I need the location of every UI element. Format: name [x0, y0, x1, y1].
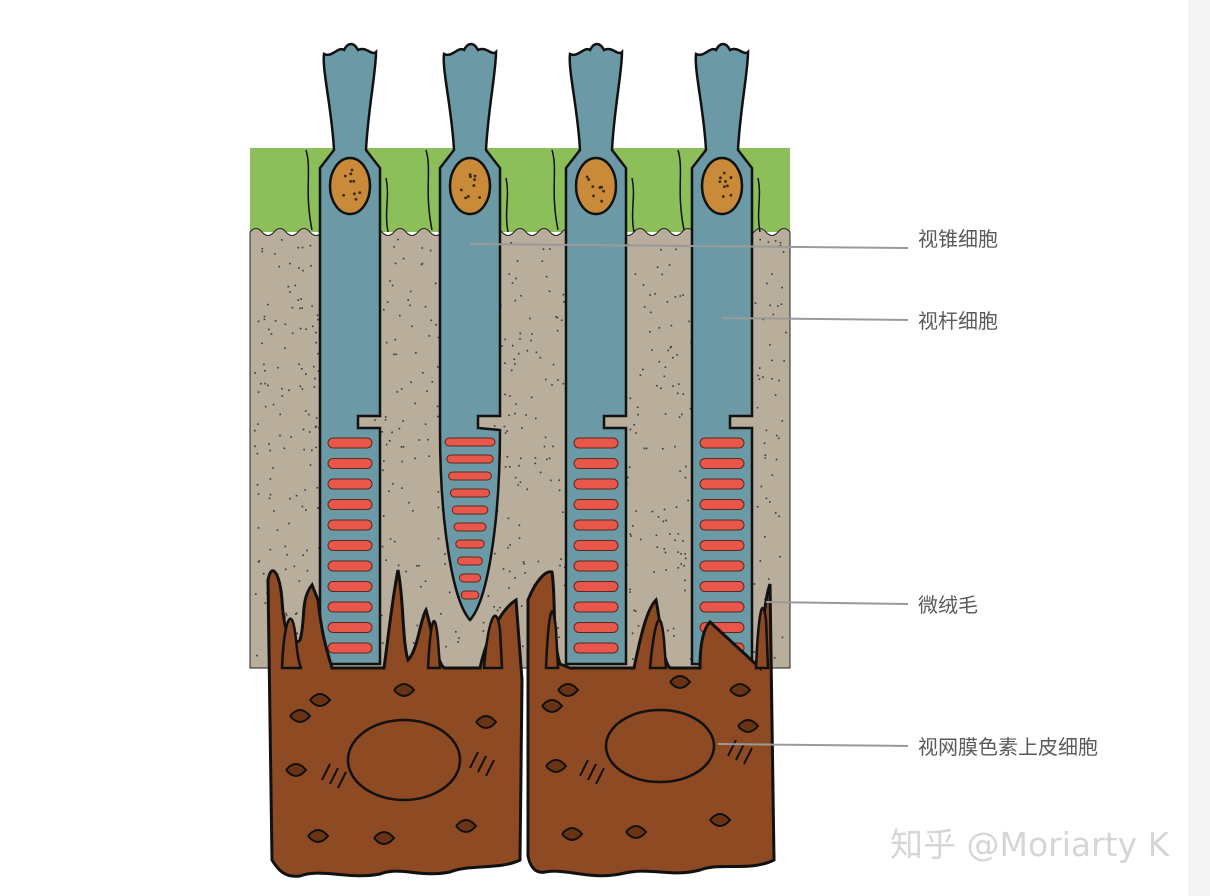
cone-cell — [425, 42, 509, 622]
leader-cone — [469, 243, 909, 249]
rod-cell-2 — [551, 42, 635, 666]
leader-lines — [469, 243, 909, 747]
rod-cell-1 — [305, 42, 389, 666]
leader-rpe — [717, 743, 909, 747]
photoreceptor-nucleus — [574, 156, 618, 216]
photoreceptor-nucleus — [700, 156, 744, 216]
rpe-nucleus-left — [346, 718, 462, 802]
rod-cell-3 — [677, 42, 761, 666]
watermark: 知乎 @Moriarty K — [890, 825, 1171, 864]
photoreceptor-group — [305, 42, 761, 666]
leader-rod — [721, 317, 909, 321]
right-edge-strip — [1188, 0, 1210, 896]
label-microvilli: 微绒毛 — [918, 593, 978, 617]
label-rod-cell: 视杆细胞 — [918, 309, 998, 333]
photoreceptor-nucleus — [448, 156, 492, 216]
photoreceptor-nucleus — [328, 156, 372, 216]
rpe-nucleus-right — [604, 708, 716, 784]
leader-microvilli — [765, 601, 909, 605]
label-cone-cell: 视锥细胞 — [918, 227, 998, 251]
label-rpe-cell: 视网膜色素上皮细胞 — [918, 735, 1098, 759]
rpe-layer — [266, 569, 776, 878]
